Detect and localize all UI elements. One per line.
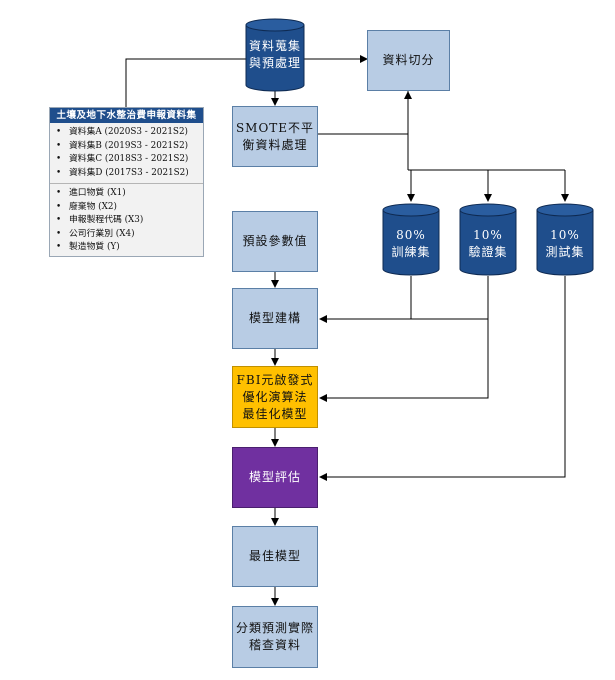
edge-validate-build (411, 276, 489, 320)
predict-box: 分類預測實際 稽查資料 (232, 606, 318, 668)
collect-label: 資料蒐集 與預處理 (248, 39, 301, 70)
dataset-list: 資料集A (2020S3 - 2021S2) 資料集B (2019S3 - 20… (50, 123, 203, 183)
variable-item: 製造物質 (Y) (56, 241, 203, 255)
dataset-item: 資料集B (2019S3 - 2021S2) (56, 140, 203, 154)
edge-validate-fbi (319, 319, 489, 402)
best-label: 最佳模型 (248, 549, 301, 563)
dataset-item: 資料集C (2018S3 - 2021S2) (56, 153, 203, 167)
variable-item: 廢棄物 (X2) (56, 201, 203, 215)
build-label: 模型建構 (248, 311, 301, 325)
smote-box: SMOTE不平 衡資料處理 (232, 106, 318, 167)
fbi-box: FBI元啟發式 優化演算法 最佳化模型 (232, 366, 318, 428)
evaluate-label: 模型評估 (248, 470, 301, 484)
panel-title: 土壤及地下水整治費申報資料集 (50, 108, 203, 123)
validate-cylinder (459, 203, 517, 276)
variable-item: 申報製程代碼 (X3) (56, 214, 203, 228)
collect-cylinder (245, 18, 305, 92)
edge-test-evaluate (319, 276, 566, 481)
test-label: 10% 測試集 (545, 228, 585, 259)
split-label: 資料切分 (382, 53, 435, 67)
best-box: 最佳模型 (232, 526, 318, 587)
smote-label: SMOTE不平 衡資料處理 (235, 120, 315, 152)
predict-label: 分類預測實際 稽查資料 (235, 621, 314, 652)
params-box: 預設參數值 (232, 211, 318, 272)
dataset-item: 資料集D (2017S3 - 2021S2) (56, 167, 203, 181)
variable-item: 公司行業別 (X4) (56, 228, 203, 242)
split-box: 資料切分 (367, 30, 450, 91)
edge-smote-split (318, 91, 412, 135)
variable-list: 進口物質 (X1) 廢棄物 (X2) 申報製程代碼 (X3) 公司行業別 (X4… (50, 184, 203, 258)
build-box: 模型建構 (232, 288, 318, 349)
params-label: 預設參數值 (242, 234, 308, 248)
edge-panel-collect (125, 58, 246, 107)
panel-divider (50, 183, 203, 184)
dataset-item: 資料集A (2020S3 - 2021S2) (56, 126, 203, 140)
variable-item: 進口物質 (X1) (56, 187, 203, 201)
validate-label: 10% 驗證集 (468, 228, 508, 259)
dataset-panel: 土壤及地下水整治費申報資料集 資料集A (2020S3 - 2021S2) 資料… (49, 107, 204, 257)
evaluate-box: 模型評估 (232, 447, 318, 508)
train-label: 80% 訓練集 (391, 228, 431, 259)
train-cylinder (382, 203, 440, 276)
test-cylinder (536, 203, 594, 276)
edge-train-build (319, 276, 412, 323)
fbi-label: FBI元啟發式 優化演算法 最佳化模型 (236, 372, 314, 421)
